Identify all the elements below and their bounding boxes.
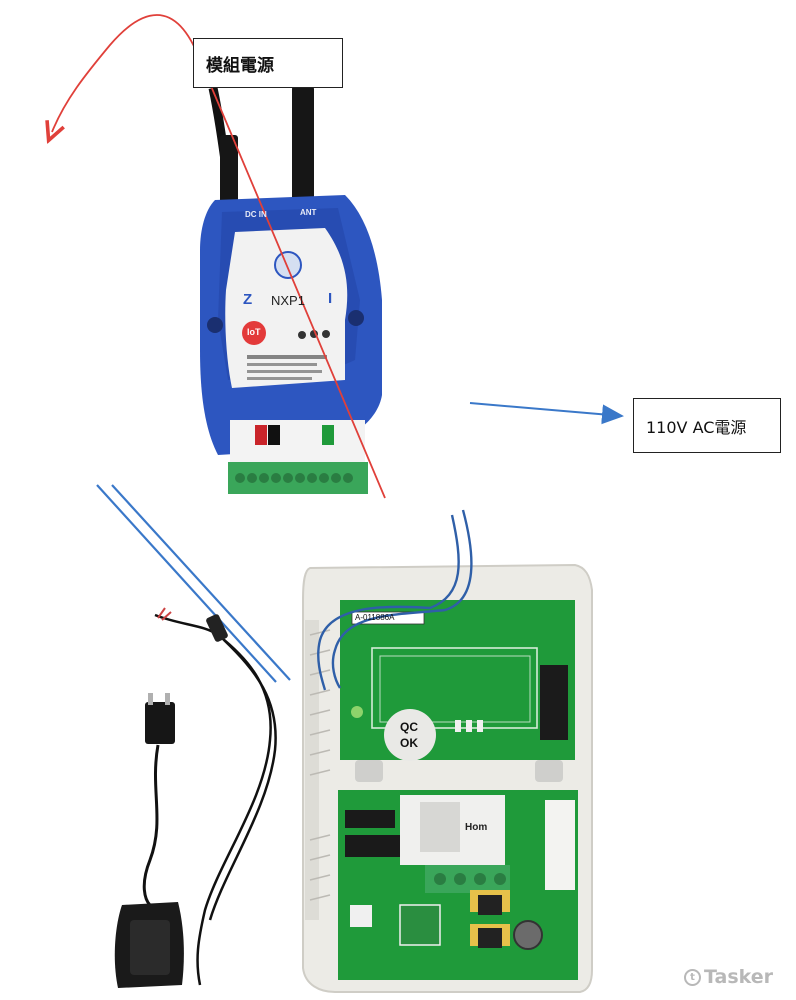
mount-hole-icon — [207, 317, 223, 333]
watermark-text: Tasker — [704, 966, 774, 988]
thermostat-board — [302, 563, 593, 993]
module-logo-icon — [274, 251, 302, 279]
mount-hole-icon — [348, 310, 364, 326]
module-left-letter: Z — [243, 291, 253, 308]
ac-power-text: 110V AC電源 — [646, 417, 747, 437]
iot-badge-label: IoT — [247, 327, 261, 337]
qc-label: QC — [400, 720, 418, 734]
module-power-text: 模組電源 — [206, 55, 274, 76]
iot-badge-icon — [242, 321, 266, 345]
module-top-cables — [208, 85, 314, 206]
ok-label: OK — [400, 736, 418, 750]
module-terminal-block — [228, 420, 368, 494]
ant-port-label: ANT — [300, 208, 317, 217]
blue-signal-lines — [96, 484, 291, 683]
ac-power-label: 110V AC電源 — [633, 398, 781, 453]
relay-brand-label: Hom — [465, 822, 488, 833]
module-model-label: NXP1 — [271, 293, 305, 308]
module-power-label: 模組電源 — [193, 38, 343, 88]
iot-module — [200, 195, 382, 455]
board-blue-wires — [317, 509, 473, 691]
module-power-arrow — [52, 14, 386, 499]
dc-in-port-label: DC IN — [245, 210, 267, 219]
ac-power-arrow — [469, 402, 624, 425]
power-adapter — [114, 607, 277, 988]
tasker-watermark: t Tasker — [684, 966, 773, 988]
qc-sticker — [384, 709, 436, 761]
board-sticker-label: A-011886A — [355, 613, 395, 622]
tasker-logo-icon: t — [684, 968, 701, 986]
module-right-letter: I — [328, 290, 333, 307]
